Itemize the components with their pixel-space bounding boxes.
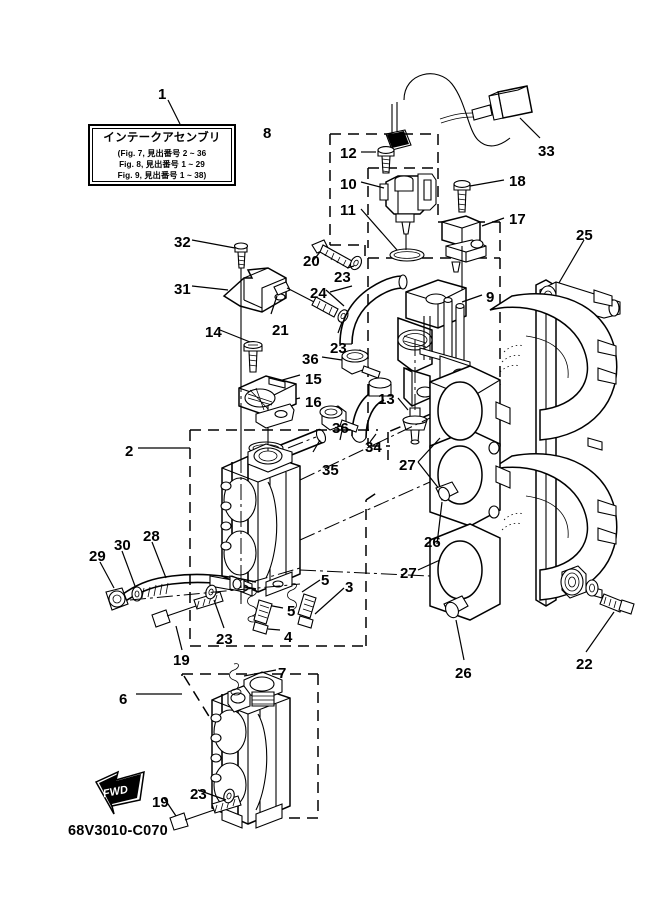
callout-number-26: 26 [455, 665, 472, 682]
callout-number-36: 36 [332, 420, 349, 437]
callout-number-30: 30 [114, 537, 131, 554]
callout-number-21: 21 [272, 322, 289, 339]
callout-number-13: 13 [378, 391, 395, 408]
callout-number-25: 25 [576, 227, 593, 244]
callout-number-36: 36 [302, 351, 319, 368]
callout-number-27: 27 [399, 457, 416, 474]
callout-number-8: 8 [263, 125, 272, 142]
callout-number-9: 9 [486, 289, 495, 306]
callout-number-23: 23 [216, 631, 233, 648]
callout-number-19: 19 [173, 652, 190, 669]
callout-number-35: 35 [322, 462, 339, 479]
callout-number-26: 26 [424, 534, 441, 551]
callout-number-6: 6 [119, 691, 128, 708]
callout-number-33: 33 [538, 143, 555, 160]
callout-number-5: 5 [287, 603, 296, 620]
title-box-heading: インテークアセンブリ [103, 132, 221, 145]
title-box-line-1: (Fig. 7, 見出番号 2 ~ 36 [117, 149, 207, 159]
callout-number-28: 28 [143, 528, 160, 545]
title-box-line-3: Fig. 9, 見出番号 1 ~ 38) [117, 171, 207, 180]
callout-number-1: 1 [158, 86, 167, 103]
callout-number-31: 31 [174, 281, 191, 298]
callout-number-23: 23 [330, 340, 347, 357]
callout-number-10: 10 [340, 176, 357, 193]
callout-number-19: 19 [152, 794, 169, 811]
callout-number-32: 32 [174, 234, 191, 251]
callout-number-20: 20 [303, 253, 320, 270]
title-box: インテークアセンブリ (Fig. 7, 見出番号 2 ~ 36 Fig. 8, … [88, 124, 236, 186]
diagram-code: 68V3010-C070 [68, 823, 168, 839]
callout-number-23: 23 [190, 786, 207, 803]
callout-number-27: 27 [400, 565, 417, 582]
callout-number-3: 3 [345, 579, 354, 596]
callout-number-2: 2 [125, 443, 134, 460]
callout-number-18: 18 [509, 173, 526, 190]
callout-number-29: 29 [89, 548, 106, 565]
callout-number-15: 15 [305, 371, 322, 388]
callout-number-24: 24 [310, 285, 327, 302]
callout-number-14: 14 [205, 324, 222, 341]
title-box-line-2: Fig. 8, 見出番号 1 ~ 29 [119, 160, 205, 170]
callout-number-16: 16 [305, 394, 322, 411]
callout-number-12: 12 [340, 145, 357, 162]
callout-number-23: 23 [334, 269, 351, 286]
callout-number-34: 34 [365, 439, 382, 456]
callout-number-17: 17 [509, 211, 526, 228]
callout-number-4: 4 [284, 629, 293, 646]
callout-number-5: 5 [321, 572, 330, 589]
callout-number-11: 11 [340, 202, 356, 219]
callout-number-7: 7 [278, 665, 287, 682]
callout-number-22: 22 [576, 656, 593, 673]
